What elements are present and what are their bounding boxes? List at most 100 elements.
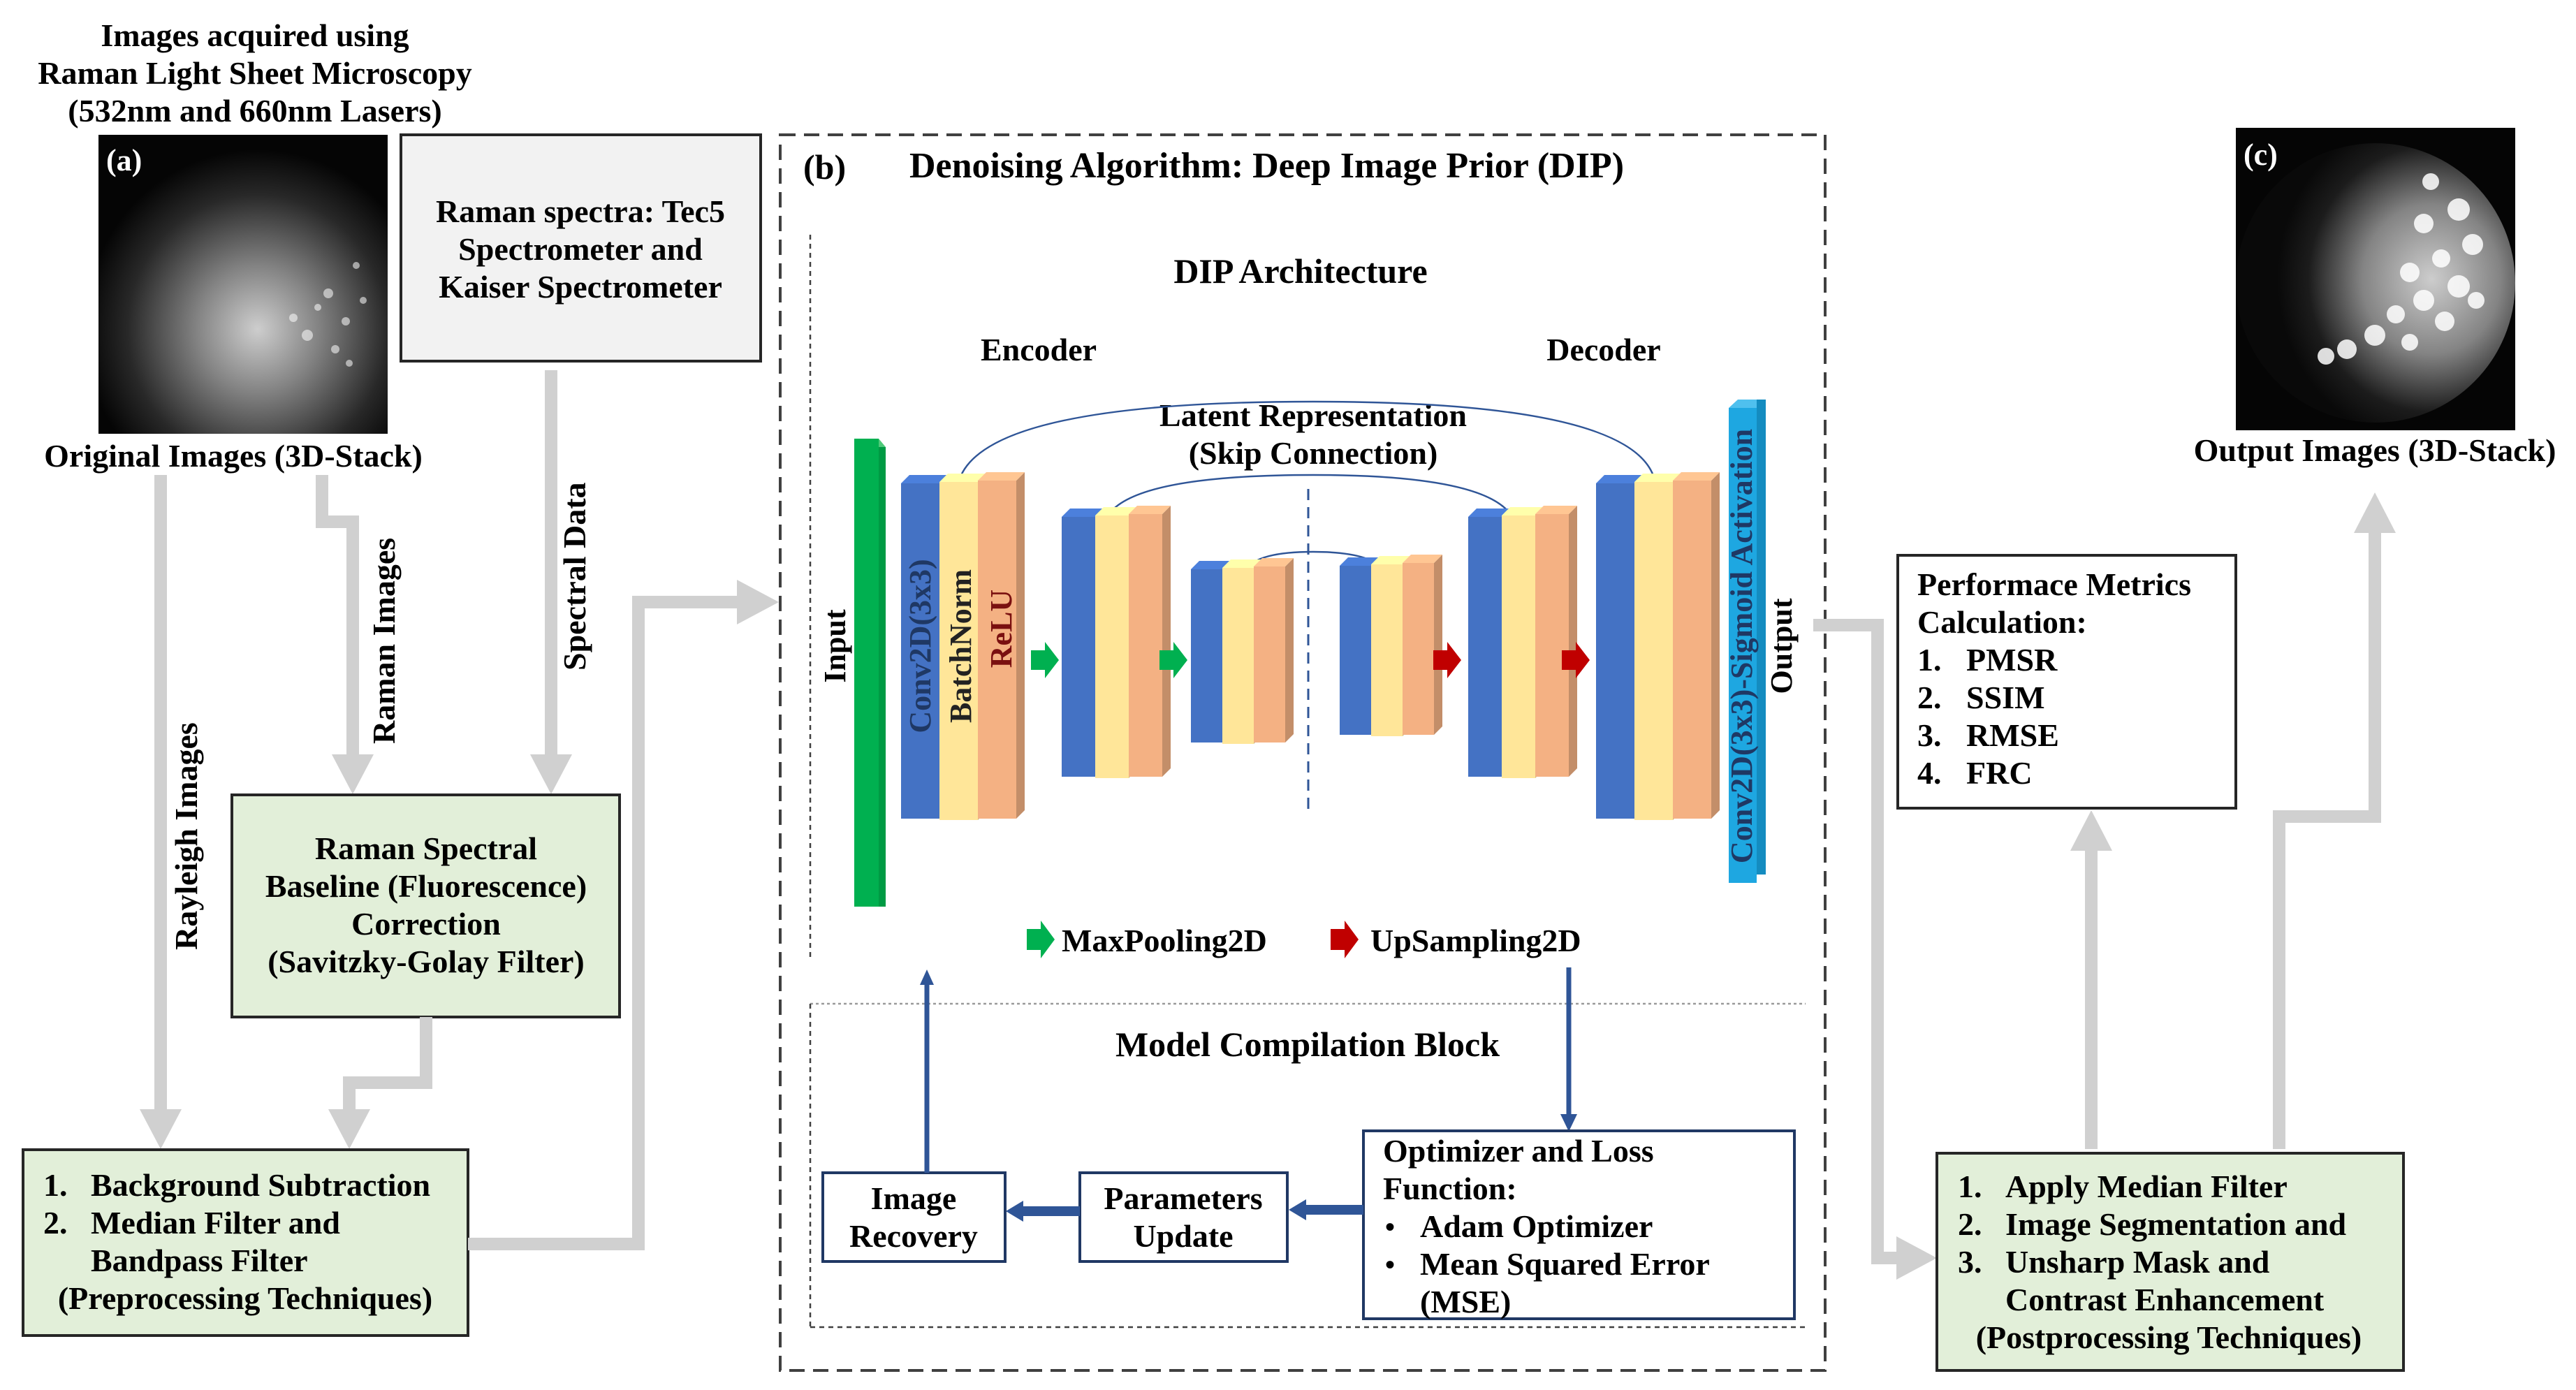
spectra-box-line-2: Spectrometer and <box>458 231 703 267</box>
spectral-data-label: Spectral Data <box>557 482 592 671</box>
postprocessing-item-2: Image Segmentation and <box>2005 1206 2347 1242</box>
encoder-label: Encoder <box>981 332 1097 367</box>
skip-connection-outer <box>957 400 1657 484</box>
postprocessing-item-3: Unsharp Mask and <box>2005 1244 2270 1280</box>
postprocessing-item-1-num: 1. <box>1958 1169 1982 1204</box>
batchnorm-layer-label: BatchNorm <box>944 569 978 723</box>
postprocessing-item-2-num: 2. <box>1958 1206 1982 1242</box>
baseline-correction-box: Raman Spectral Baseline (Fluorescence) C… <box>230 793 621 1018</box>
relu-slab <box>1535 506 1577 777</box>
encoder-block-2 <box>1062 506 1171 778</box>
dip-outer-frame <box>779 133 1827 1372</box>
baseline-line-2: Baseline (Fluorescence) <box>265 868 587 904</box>
layer-stacks <box>901 472 1720 820</box>
upsample-legend-icon <box>1331 921 1359 958</box>
output-image: (c) <box>2236 128 2515 430</box>
relu-slab <box>978 472 1025 819</box>
metric-1-num: 1. <box>1917 642 1942 678</box>
relu-layer-label: ReLU <box>984 590 1018 668</box>
metric-2: SSIM <box>1966 680 2044 715</box>
bullet-icon: • <box>1385 1249 1395 1280</box>
panel-label-a: (a) <box>106 143 142 177</box>
baseline-to-preprocessing-arrow <box>328 1017 432 1149</box>
output-label: Output <box>1764 598 1799 694</box>
postprocessing-box: 1. Apply Median Filter 2. Image Segmenta… <box>1935 1152 2405 1372</box>
parameters-to-recovery-arrow <box>1006 1201 1080 1222</box>
original-images-caption: Original Images (3D-Stack) <box>44 438 423 474</box>
output-images-caption: Output Images (3D-Stack) <box>2194 432 2556 468</box>
skip-connection-middle <box>1106 474 1514 518</box>
spectral-data-flow-arrow <box>530 370 572 794</box>
preprocessing-footer: (Preprocessing Techniques) <box>58 1280 432 1316</box>
metric-3-num: 3. <box>1917 717 1942 753</box>
bullet-icon: • <box>1385 1211 1395 1243</box>
postprocessing-to-output-arrow <box>2273 492 2396 1149</box>
decoder-label: Decoder <box>1546 332 1660 367</box>
original-image: (a) <box>98 135 388 434</box>
decoder-block-2 <box>1468 506 1577 778</box>
optimizer-line-2: Function: <box>1383 1171 1517 1206</box>
metric-1: PMSR <box>1966 642 2058 678</box>
spectra-box: Raman spectra: Tec5 Spectrometer and Kai… <box>400 133 762 363</box>
preprocessing-box: 1. Background Subtraction 2. Median Filt… <box>22 1148 469 1337</box>
metric-3: RMSE <box>1966 717 2059 753</box>
preprocessing-item-1: Background Subtraction <box>91 1167 430 1203</box>
skip-label-line-1: Latent Representation <box>1159 397 1467 433</box>
upsample-arrow-2 <box>1562 642 1590 678</box>
performance-metrics-box: Performace Metrics Calculation: 1. PMSR … <box>1896 554 2237 810</box>
maxpool-legend-label: MaxPooling2D <box>1062 923 1267 958</box>
metrics-title-line-2: Calculation: <box>1917 604 2087 640</box>
pool-arrows <box>1031 642 1590 678</box>
relu-slab <box>1254 558 1294 742</box>
upsample-arrow-1 <box>1433 642 1461 678</box>
encoder-block-1 <box>901 472 1025 820</box>
preprocessing-item-2: Median Filter and <box>91 1205 340 1241</box>
postprocessing-item-3-num: 3. <box>1958 1244 1982 1280</box>
preprocessing-item-2-cont: Bandpass Filter <box>91 1243 308 1278</box>
postprocessing-footer: (Postprocessing Techniques) <box>1976 1319 2362 1355</box>
preprocessing-to-dip-arrow <box>468 580 779 1250</box>
acquisition-title-line-3: (532nm and 660nm Lasers) <box>68 93 441 129</box>
conv-layer-label: Conv2D(3x3) <box>903 559 937 733</box>
acquisition-title-line-2: Raman Light Sheet Microscopy <box>38 55 471 91</box>
maxpool-legend-icon <box>1027 921 1055 958</box>
acquisition-title-line-1: Images acquired using <box>101 17 409 53</box>
postprocessing-item-1: Apply Median Filter <box>2005 1169 2288 1204</box>
legend: MaxPooling2D UpSampling2D <box>1027 921 1581 958</box>
metric-2-num: 2. <box>1917 680 1942 715</box>
image-recovery-box: Image Recovery <box>821 1171 1007 1263</box>
relu-slab <box>1673 472 1720 819</box>
decoder-block-3 <box>1596 472 1720 820</box>
parameters-update-box: Parameters Update <box>1078 1171 1289 1263</box>
baseline-line-3: Correction <box>351 906 501 942</box>
postprocessing-to-metrics-arrow <box>2070 810 2112 1149</box>
metrics-title-line-1: Performace Metrics <box>1917 566 2191 602</box>
parameters-line-2: Update <box>1133 1218 1233 1254</box>
preprocessing-item-2-num: 2. <box>43 1205 68 1241</box>
optimizer-line-1: Optimizer and Loss <box>1383 1133 1654 1169</box>
optimizer-bullet-2-cont: (MSE) <box>1420 1284 1511 1319</box>
model-compilation-title: Model Compilation Block <box>1115 1025 1500 1064</box>
maxpool-arrow-1 <box>1031 642 1059 678</box>
relu-slab <box>1129 506 1171 777</box>
optimizer-box: Optimizer and Loss Function: • Adam Opti… <box>1362 1129 1796 1320</box>
metric-4-num: 4. <box>1917 755 1942 791</box>
spectra-box-line-3: Kaiser Spectrometer <box>439 269 722 305</box>
baseline-line-4: (Savitzky-Golay Filter) <box>268 944 585 979</box>
dip-title: Denoising Algorithm: Deep Image Prior (D… <box>909 146 1624 186</box>
dip-to-postprocessing-arrow <box>1813 619 1937 1280</box>
panel-label-c: (c) <box>2244 138 2278 172</box>
recovery-line-1: Image <box>871 1180 957 1216</box>
optimizer-bullet-2: Mean Squared Error <box>1420 1246 1710 1282</box>
parameters-line-1: Parameters <box>1104 1180 1262 1216</box>
optimizer-to-parameters-arrow <box>1289 1199 1363 1220</box>
postprocessing-item-3-cont: Contrast Enhancement <box>2005 1282 2325 1317</box>
raman-images-label: Raman Images <box>366 538 402 744</box>
baseline-line-1: Raman Spectral <box>315 831 537 866</box>
output-layer <box>1729 400 1766 883</box>
preprocessing-item-1-num: 1. <box>43 1167 68 1203</box>
architecture-to-optimizer-arrow <box>1560 967 1577 1132</box>
relu-slab <box>1403 555 1442 735</box>
recovery-line-2: Recovery <box>849 1218 978 1254</box>
